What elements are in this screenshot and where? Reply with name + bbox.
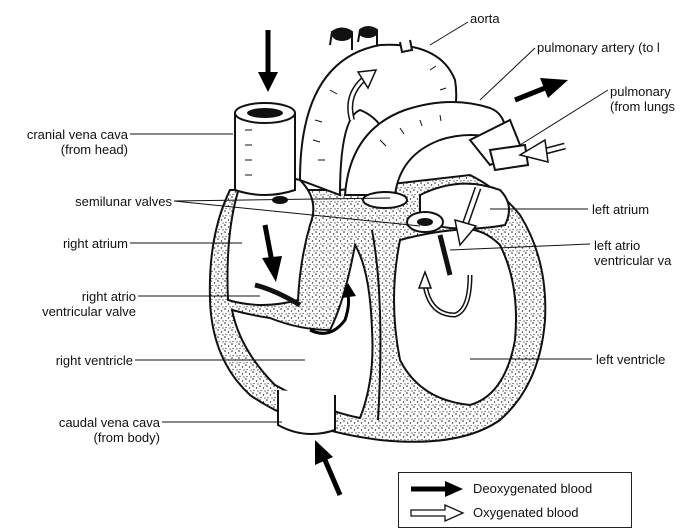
white-arrow-icon	[407, 503, 467, 523]
label-left-atrium: left atrium	[592, 202, 649, 217]
label-pulmonary-vein-line1: pulmonary	[610, 84, 675, 99]
label-cranial-vena-cava-line2: (from head)	[27, 142, 128, 157]
cranial-vena-cava	[235, 115, 295, 195]
label-right-av-valve-line1: right atrio	[42, 289, 136, 304]
label-left-av-valve-line2: ventricular va	[594, 253, 671, 268]
black-arrow-icon	[407, 479, 467, 499]
label-left-ventricle: left ventricle	[596, 352, 665, 367]
label-pulmonary-vein-line2: (from lungs	[610, 99, 675, 114]
label-cranial-vena-cava: cranial vena cava (from head)	[27, 127, 128, 157]
legend-label-deoxygenated: Deoxygenated blood	[473, 481, 592, 496]
label-right-ventricle: right ventricle	[56, 353, 133, 368]
pulmonary-vein	[490, 145, 528, 170]
legend-label-oxygenated: Oxygenated blood	[473, 505, 579, 520]
caudal-vena-cava	[278, 390, 335, 434]
label-semilunar-valves: semilunar valves	[75, 194, 172, 209]
label-pulmonary-artery: pulmonary artery (to l	[537, 40, 660, 55]
label-left-av-valve: left atrio ventricular va	[594, 238, 671, 268]
legend-row-deoxygenated: Deoxygenated blood	[407, 479, 627, 499]
label-aorta: aorta	[470, 11, 500, 26]
legend-row-oxygenated: Oxygenated blood	[407, 503, 627, 523]
label-right-atrium: right atrium	[63, 236, 128, 251]
label-pulmonary-vein: pulmonary (from lungs	[610, 84, 675, 114]
label-right-av-valve: right atrio ventricular valve	[42, 289, 136, 319]
label-caudal-vena-cava-line1: caudal vena cava	[59, 415, 160, 430]
legend: Deoxygenated blood Oxygenated blood	[398, 472, 632, 528]
aorta-branch-3	[400, 40, 412, 52]
label-right-av-valve-line2: ventricular valve	[42, 304, 136, 319]
pulmonary-semilunar-valve	[363, 192, 407, 208]
label-left-av-valve-line1: left atrio	[594, 238, 671, 253]
label-caudal-vena-cava-line2: (from body)	[59, 430, 160, 445]
label-caudal-vena-cava: caudal vena cava (from body)	[59, 415, 160, 445]
label-cranial-vena-cava-line1: cranial vena cava	[27, 127, 128, 142]
